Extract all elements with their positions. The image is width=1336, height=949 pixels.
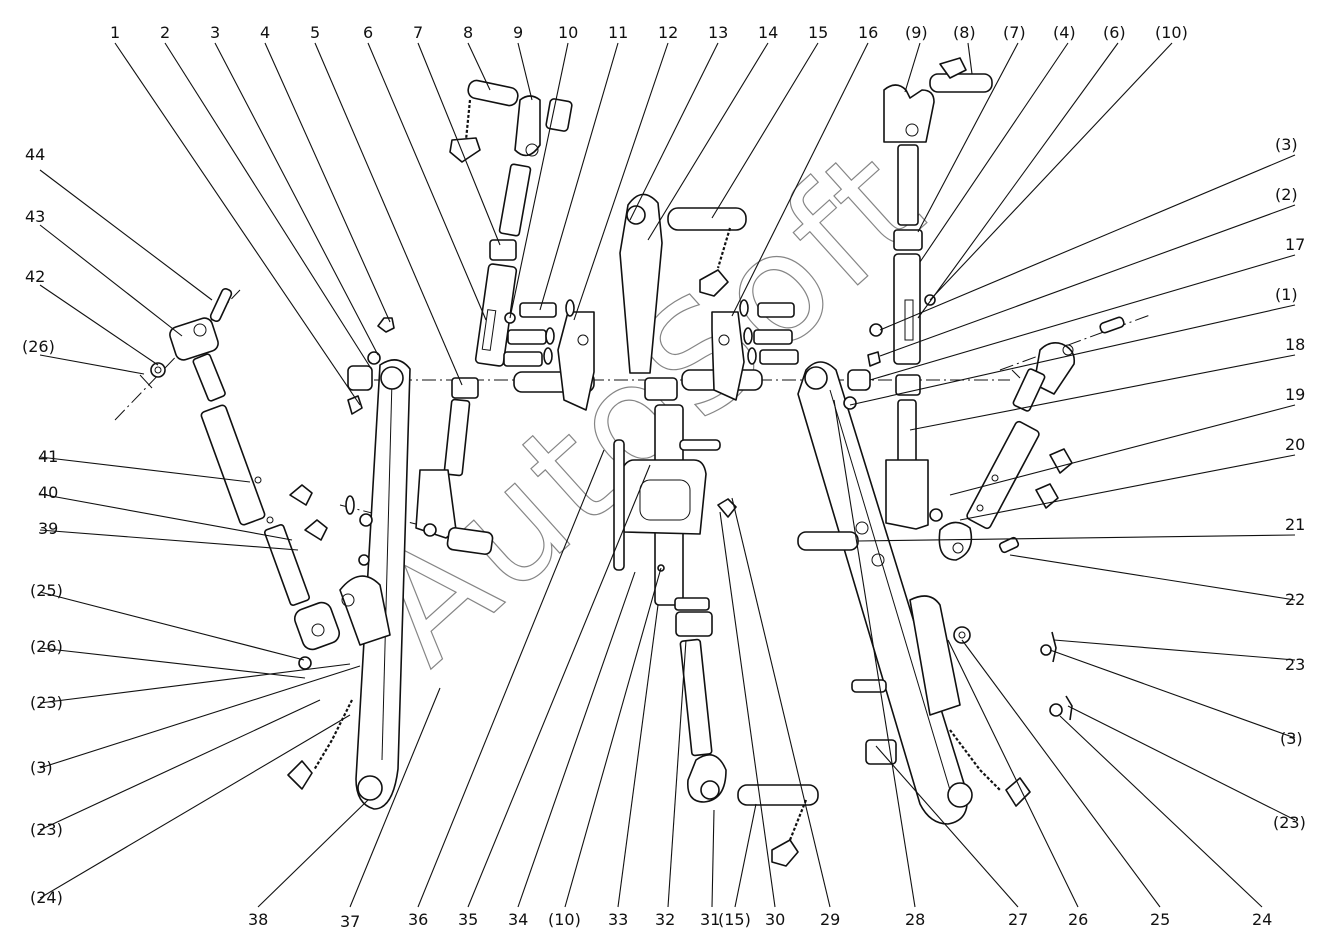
centerline-right-stabilizer xyxy=(999,314,1151,371)
callout-3: 3 xyxy=(210,23,220,42)
callout-26: 26 xyxy=(1068,910,1088,929)
callout-27: 27 xyxy=(1008,910,1028,929)
callout-3-ref-b: (3) xyxy=(1280,729,1303,748)
callout-24: 24 xyxy=(1252,910,1272,929)
callout-25-ref: (25) xyxy=(30,581,63,600)
callout-23-ref-c: (23) xyxy=(30,820,63,839)
callout-9-ref: (9) xyxy=(905,23,928,42)
callout-10-ref: (10) xyxy=(1155,23,1188,42)
callout-16: 16 xyxy=(858,23,878,42)
callout-23-ref-b: (23) xyxy=(30,693,63,712)
callout-24-ref: (24) xyxy=(30,888,63,907)
callout-35: 35 xyxy=(458,910,478,929)
callout-22: 22 xyxy=(1285,590,1305,609)
callout-33: 33 xyxy=(608,910,628,929)
callout-37: 37 xyxy=(340,912,360,931)
callout-1: 1 xyxy=(110,23,120,42)
callout-32: 32 xyxy=(655,910,675,929)
callout-23: 23 xyxy=(1285,655,1305,674)
left-lower-arm xyxy=(287,317,411,810)
leader-lines xyxy=(39,42,1296,908)
callout-31: 31 xyxy=(700,910,720,929)
callout-labels: 1 2 3 4 5 6 7 8 9 10 11 12 13 14 15 16 (… xyxy=(22,23,1306,931)
callout-11: 11 xyxy=(608,23,628,42)
left-lift-rod xyxy=(345,79,573,555)
callout-17: 17 xyxy=(1285,235,1305,254)
callout-2: 2 xyxy=(160,23,170,42)
callout-26-ref-b: (26) xyxy=(30,637,63,656)
callout-10-ref-b: (10) xyxy=(548,910,581,929)
callout-44: 44 xyxy=(25,145,45,164)
callout-39: 39 xyxy=(38,519,58,538)
left-stabilizer xyxy=(139,287,341,670)
callout-3-ref-c: (3) xyxy=(30,758,53,777)
callout-23-ref-a: (23) xyxy=(1273,813,1306,832)
callout-4: 4 xyxy=(260,23,270,42)
callout-14: 14 xyxy=(758,23,778,42)
callout-4-ref: (4) xyxy=(1053,23,1076,42)
callout-25: 25 xyxy=(1150,910,1170,929)
callout-36: 36 xyxy=(408,910,428,929)
callout-12: 12 xyxy=(658,23,678,42)
callout-34: 34 xyxy=(508,910,528,929)
callout-38: 38 xyxy=(248,910,268,929)
callout-15: 15 xyxy=(808,23,828,42)
callout-6-ref: (6) xyxy=(1103,23,1126,42)
callout-5: 5 xyxy=(310,23,320,42)
top-link-assembly xyxy=(613,193,819,867)
callout-2-ref: (2) xyxy=(1275,185,1298,204)
callout-13: 13 xyxy=(708,23,728,42)
callout-30: 30 xyxy=(765,910,785,929)
callout-7: 7 xyxy=(413,23,423,42)
callout-41: 41 xyxy=(38,447,58,466)
callout-15-ref: (15) xyxy=(718,910,751,929)
callout-28: 28 xyxy=(905,910,925,929)
center-brackets xyxy=(503,299,799,411)
callout-18: 18 xyxy=(1285,335,1305,354)
callout-26-ref-a: (26) xyxy=(22,337,55,356)
callout-8-ref: (8) xyxy=(953,23,976,42)
callout-40: 40 xyxy=(38,483,58,502)
right-lift-rod xyxy=(847,57,993,530)
callout-10: 10 xyxy=(558,23,578,42)
right-lower-arm xyxy=(797,361,1031,825)
callout-3-ref-a: (3) xyxy=(1275,135,1298,154)
callout-1-ref: (1) xyxy=(1275,285,1298,304)
callout-20: 20 xyxy=(1285,435,1305,454)
callout-19: 19 xyxy=(1285,385,1305,404)
callout-21: 21 xyxy=(1285,515,1305,534)
callout-29: 29 xyxy=(820,910,840,929)
callout-6: 6 xyxy=(363,23,373,42)
callout-42: 42 xyxy=(25,267,45,286)
callout-8: 8 xyxy=(463,23,473,42)
callout-9: 9 xyxy=(513,23,523,42)
callout-43: 43 xyxy=(25,207,45,226)
callout-7-ref: (7) xyxy=(1003,23,1026,42)
